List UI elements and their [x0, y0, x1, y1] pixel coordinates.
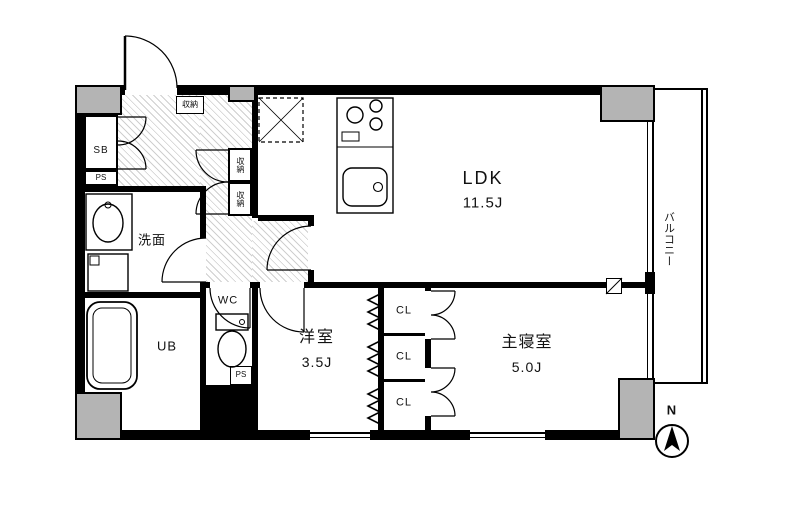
toilet-icon — [215, 313, 249, 368]
wall-closet-bedroom — [425, 288, 431, 430]
washroom-door-opening — [200, 238, 206, 282]
washbasin-icon — [85, 193, 133, 251]
closet-divider-2 — [384, 379, 425, 382]
wall-ldk-bedrooms — [200, 282, 645, 288]
western-door-opening — [260, 282, 304, 288]
balcony-label: バルコニー — [662, 211, 675, 267]
pillar-top-storage — [228, 85, 256, 102]
room-label-ub: UB — [156, 338, 178, 354]
wall-washroom-bath-divider — [85, 292, 206, 298]
storage-label-entry: 収納 — [182, 100, 198, 109]
bottom-window-western — [310, 430, 370, 440]
wall-western-left — [252, 282, 258, 430]
meter-box — [606, 278, 622, 294]
wall-below-wc — [200, 385, 258, 430]
wall-corridor-cap — [258, 215, 314, 221]
pipe-space-left-box — [84, 170, 118, 186]
closet-label-2: CL — [395, 350, 413, 363]
bathtub-icon — [86, 301, 138, 390]
pillar-bottom-right — [618, 378, 655, 440]
label-ps-left: PS — [95, 173, 107, 182]
wall-washroom-top — [85, 186, 206, 192]
kitchen-counter-icon — [336, 97, 394, 214]
storage-lower-box — [228, 182, 252, 216]
room-label-master: 主寝室 — [501, 334, 553, 351]
compass-label: N — [666, 402, 678, 418]
room-size-master: 5.0J — [511, 359, 543, 375]
wall-kitchen-entry — [252, 95, 258, 218]
closet-divider-1 — [384, 333, 425, 336]
room-size-ldk: 11.5J — [462, 194, 504, 212]
wall-washroom-right — [200, 186, 206, 430]
corridor-ldk-floor — [252, 221, 308, 282]
ldk-door-opening — [308, 226, 314, 270]
closet-door-opening-2 — [425, 368, 431, 416]
wc-door-opening — [210, 282, 250, 288]
pillar-top-right — [600, 85, 655, 122]
room-label-washroom: 洗面 — [137, 232, 167, 248]
storage-label-upper: 収納 — [236, 157, 245, 173]
storage-label-lower: 収納 — [236, 191, 245, 207]
wall-outer-top — [75, 85, 655, 95]
compass-icon — [655, 424, 689, 458]
closet-label-1: CL — [395, 304, 413, 317]
pillar-top-left — [75, 85, 122, 115]
room-label-wc: WC — [217, 294, 239, 307]
washing-machine-icon — [87, 253, 129, 292]
pillar-bottom-left — [75, 392, 122, 440]
room-label-western: 洋室 — [298, 329, 336, 346]
balcony-edge-bottom — [655, 382, 708, 384]
balcony-rail-outer — [706, 88, 708, 384]
closet-door-opening-1 — [425, 291, 431, 339]
bedroom-closet-doors-icon — [430, 290, 456, 417]
label-ps-wc: PS — [235, 370, 247, 379]
room-label-ldk: LDK — [462, 168, 504, 188]
entrance-door-icon — [123, 35, 178, 90]
bottom-window-bedroom — [470, 430, 545, 440]
room-label-sb: SB — [93, 145, 109, 156]
shoe-box — [84, 115, 118, 170]
storage-entry-box — [176, 96, 204, 114]
balcony-edge-top — [655, 88, 708, 90]
balcony-window-bedroom — [645, 294, 655, 378]
storage-upper-box — [228, 148, 252, 182]
room-size-western: 3.5J — [301, 354, 333, 370]
balcony-window-ldk — [645, 122, 655, 272]
wall-western-closet — [378, 288, 384, 430]
wall-outer-left — [75, 85, 85, 440]
closet-label-3: CL — [395, 396, 413, 409]
fridge-space-icon — [258, 97, 304, 143]
balcony-rail-inner — [701, 88, 703, 384]
entrance-opening — [125, 85, 177, 95]
western-room-door-icon — [259, 287, 305, 333]
